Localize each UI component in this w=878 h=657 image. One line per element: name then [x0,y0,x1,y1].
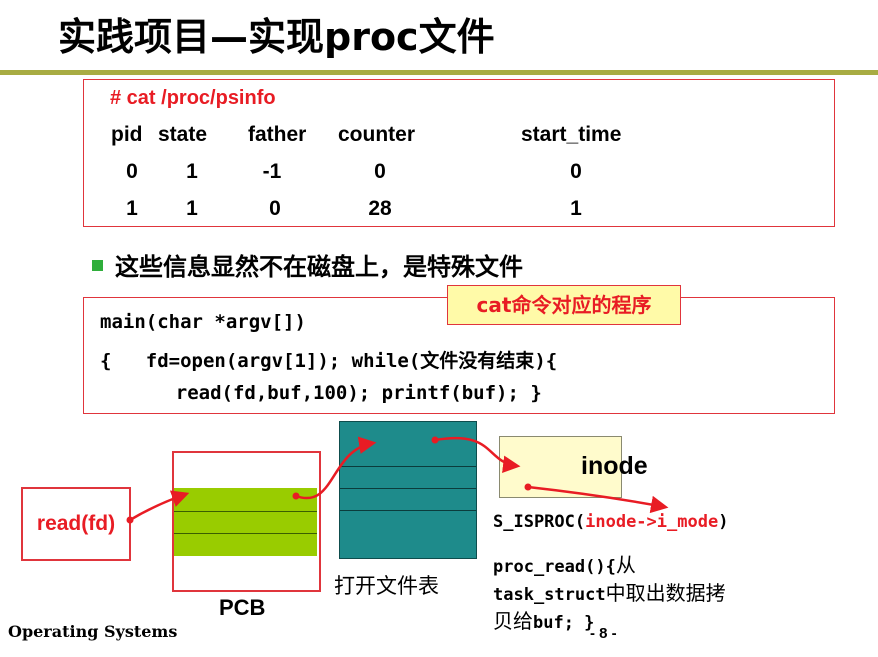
code-line-2-cn: 文件没有结束 [420,350,535,372]
proc-read-cn: 中取出数据拷 [605,581,726,605]
psinfo-command: # cat /proc/psinfo [110,87,276,109]
arrow-inode-to-imode [527,485,669,514]
isproc-line: S_ISPROC(inode->i_mode) [493,512,728,532]
isproc-pre: S_ISPROC( [493,512,586,532]
header-start-time: start_time [521,123,622,146]
proc-read-mono: proc_read(){ [493,557,616,577]
table-cell: 1 [126,197,138,220]
footer-course: Operating Systems [8,622,178,641]
code-line-2-pre: { fd=open(argv[1]); while( [100,350,421,372]
arrow-filetable-to-inode [434,436,521,473]
proc-read-mono: task_struct [493,585,606,605]
proc-read-line-3: 贝给buf; } [493,608,726,636]
table-cell: 0 [570,160,582,183]
header-father: father [248,123,307,146]
header-counter: counter [338,123,416,146]
bullet-square-icon [92,260,103,271]
arrow-readfd-to-pcb [129,490,190,522]
code-line-1: main(char *argv[]) [100,311,306,333]
footer-page-number: - 8 - [590,625,617,642]
proc-read-mono: buf; } [533,613,595,633]
proc-read-block: proc_read(){从 task_struct中取出数据拷 贝给buf; } [493,552,726,636]
file-table-divider [340,510,476,511]
isproc-post: ) [718,512,729,532]
table-cell: 0 [269,197,281,220]
file-table-divider [340,466,476,467]
proc-read-cn: 贝给 [493,609,533,633]
table-cell: 1 [570,197,582,220]
code-line-3: read(fd,buf,100); printf(buf); } [130,382,542,404]
pcb-divider [174,533,317,534]
pcb-label: PCB [219,595,266,620]
file-table-label: 打开文件表 [334,574,439,598]
header-state: state [158,123,208,146]
pcb-divider [174,511,317,512]
pcb-block [174,488,317,556]
proc-read-line-1: proc_read(){从 [493,552,726,580]
table-cell: 1 [186,160,198,183]
code-line-2-post: ){ [534,350,558,372]
table-cell: 28 [368,197,392,220]
code-callout: cat命令对应的程序 [447,285,681,325]
page-title: 实践项目—实现proc文件 [58,15,495,59]
arrow-pcb-to-filetable [295,436,377,500]
proc-read-line-2: task_struct中取出数据拷 [493,580,726,608]
read-fd-box: read(fd) [21,487,131,561]
proc-read-cn: 从 [615,553,636,577]
psinfo-box: # cat /proc/psinfo pid state father coun… [83,79,835,227]
inode-label: inode [581,452,648,480]
table-cell: -1 [262,160,282,183]
title-rule [0,70,878,75]
table-cell: 1 [186,197,198,220]
pcb-frame [172,451,321,592]
table-cell: 0 [374,160,386,183]
bullet-text: 这些信息显然不在磁盘上，是特殊文件 [115,253,523,281]
code-line-2: { fd=open(argv[1]); while(文件没有结束){ [100,346,557,373]
header-pid: pid [111,123,143,146]
table-cell: 0 [126,160,138,183]
isproc-arg: inode->i_mode [585,512,719,532]
file-table-divider [340,488,476,489]
